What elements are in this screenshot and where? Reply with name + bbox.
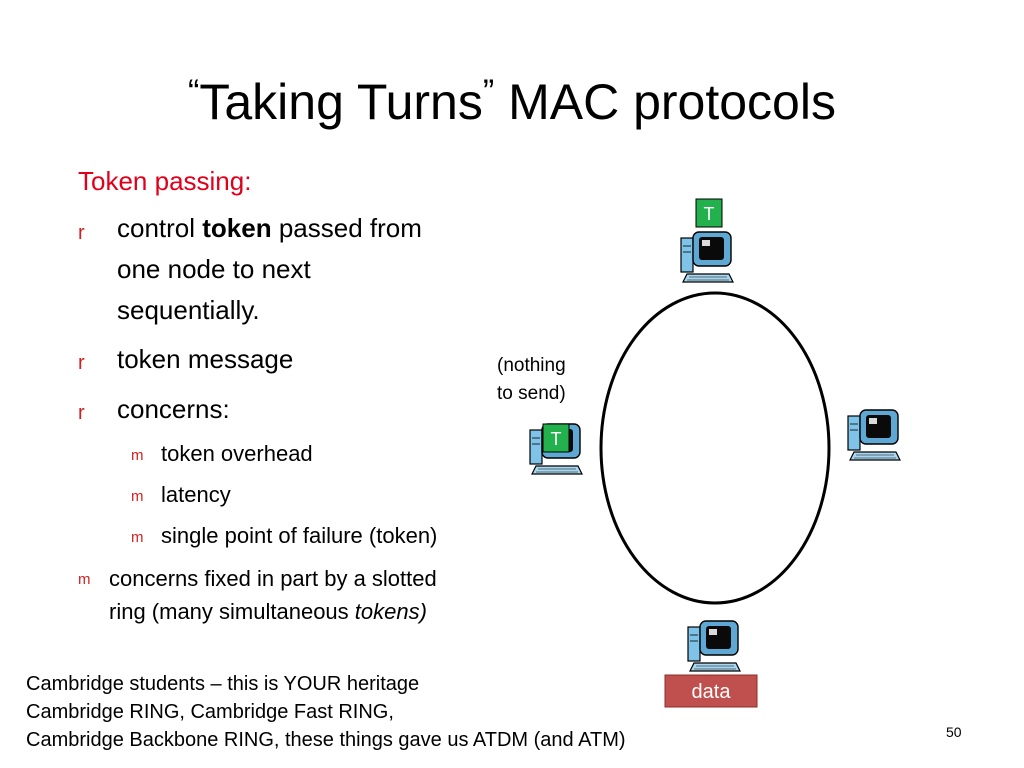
sub-bullet-token-overhead: token overhead	[161, 441, 313, 466]
footnote-line3: Cambridge Backbone RING, these things ga…	[26, 729, 626, 751]
bullet-marker: r	[78, 222, 85, 244]
title-open-quote: “	[188, 73, 200, 111]
bullet-1-line3: sequentially.	[117, 295, 260, 325]
title-close-quote: ”	[482, 73, 495, 111]
slotted-ring-line1: concerns fixed in part by a slotted	[109, 566, 437, 591]
token-label-top: T	[704, 204, 715, 224]
bullet-token-message: token message	[117, 344, 294, 374]
sub-bullet-marker: m	[78, 571, 91, 588]
bullet-1-line2: one node to next	[117, 254, 311, 284]
title-quoted-text: Taking Turns	[199, 74, 483, 130]
token-box-top	[695, 198, 723, 228]
page-number: 50	[946, 724, 962, 740]
token-label-left: T	[551, 429, 562, 449]
sub-bullet-single-point-of-failure: single point of failure (token)	[161, 523, 438, 548]
data-box	[664, 674, 758, 708]
token-box-left	[542, 423, 570, 453]
nothing-to-send-note: (nothing to send)	[497, 352, 566, 408]
sub-bullet-latency: latency	[161, 482, 231, 507]
bullet-1-pre: control	[117, 213, 203, 243]
slotted-ring-italic: tokens)	[354, 599, 427, 624]
bullet-concerns: concerns:	[117, 394, 230, 424]
footnote-line2: Cambridge RING, Cambridge Fast RING,	[26, 701, 394, 723]
sub-bullet-marker: m	[131, 447, 144, 464]
bullet-slotted-ring: concerns fixed in part by a slotted ring…	[109, 562, 437, 628]
sub-bullet-marker: m	[131, 529, 144, 546]
token-passing-heading: Token passing:	[78, 166, 252, 196]
bullet-marker: r	[78, 352, 85, 374]
bullet-control-token: control token passed from one node to ne…	[117, 208, 497, 331]
title-rest: MAC protocols	[494, 74, 836, 130]
computer-icon	[680, 231, 734, 283]
note-line2: to send)	[497, 383, 566, 404]
slotted-ring-line2: ring (many simultaneous	[109, 599, 355, 624]
computer-icon	[847, 409, 901, 461]
ring-ellipse	[599, 291, 831, 605]
slide-title: “Taking Turns” MAC protocols	[0, 62, 1024, 132]
bullet-1-bold: token	[202, 213, 272, 243]
note-line1: (nothing	[497, 355, 566, 376]
bullet-marker: r	[78, 402, 85, 424]
footnote-line1: Cambridge students – this is YOUR herita…	[26, 673, 420, 695]
data-label: data	[692, 681, 732, 703]
cambridge-footnote: Cambridge students – this is YOUR herita…	[26, 670, 626, 754]
bullet-1-post: passed from	[271, 213, 422, 243]
computer-icon	[687, 620, 741, 672]
sub-bullet-marker: m	[131, 488, 144, 505]
